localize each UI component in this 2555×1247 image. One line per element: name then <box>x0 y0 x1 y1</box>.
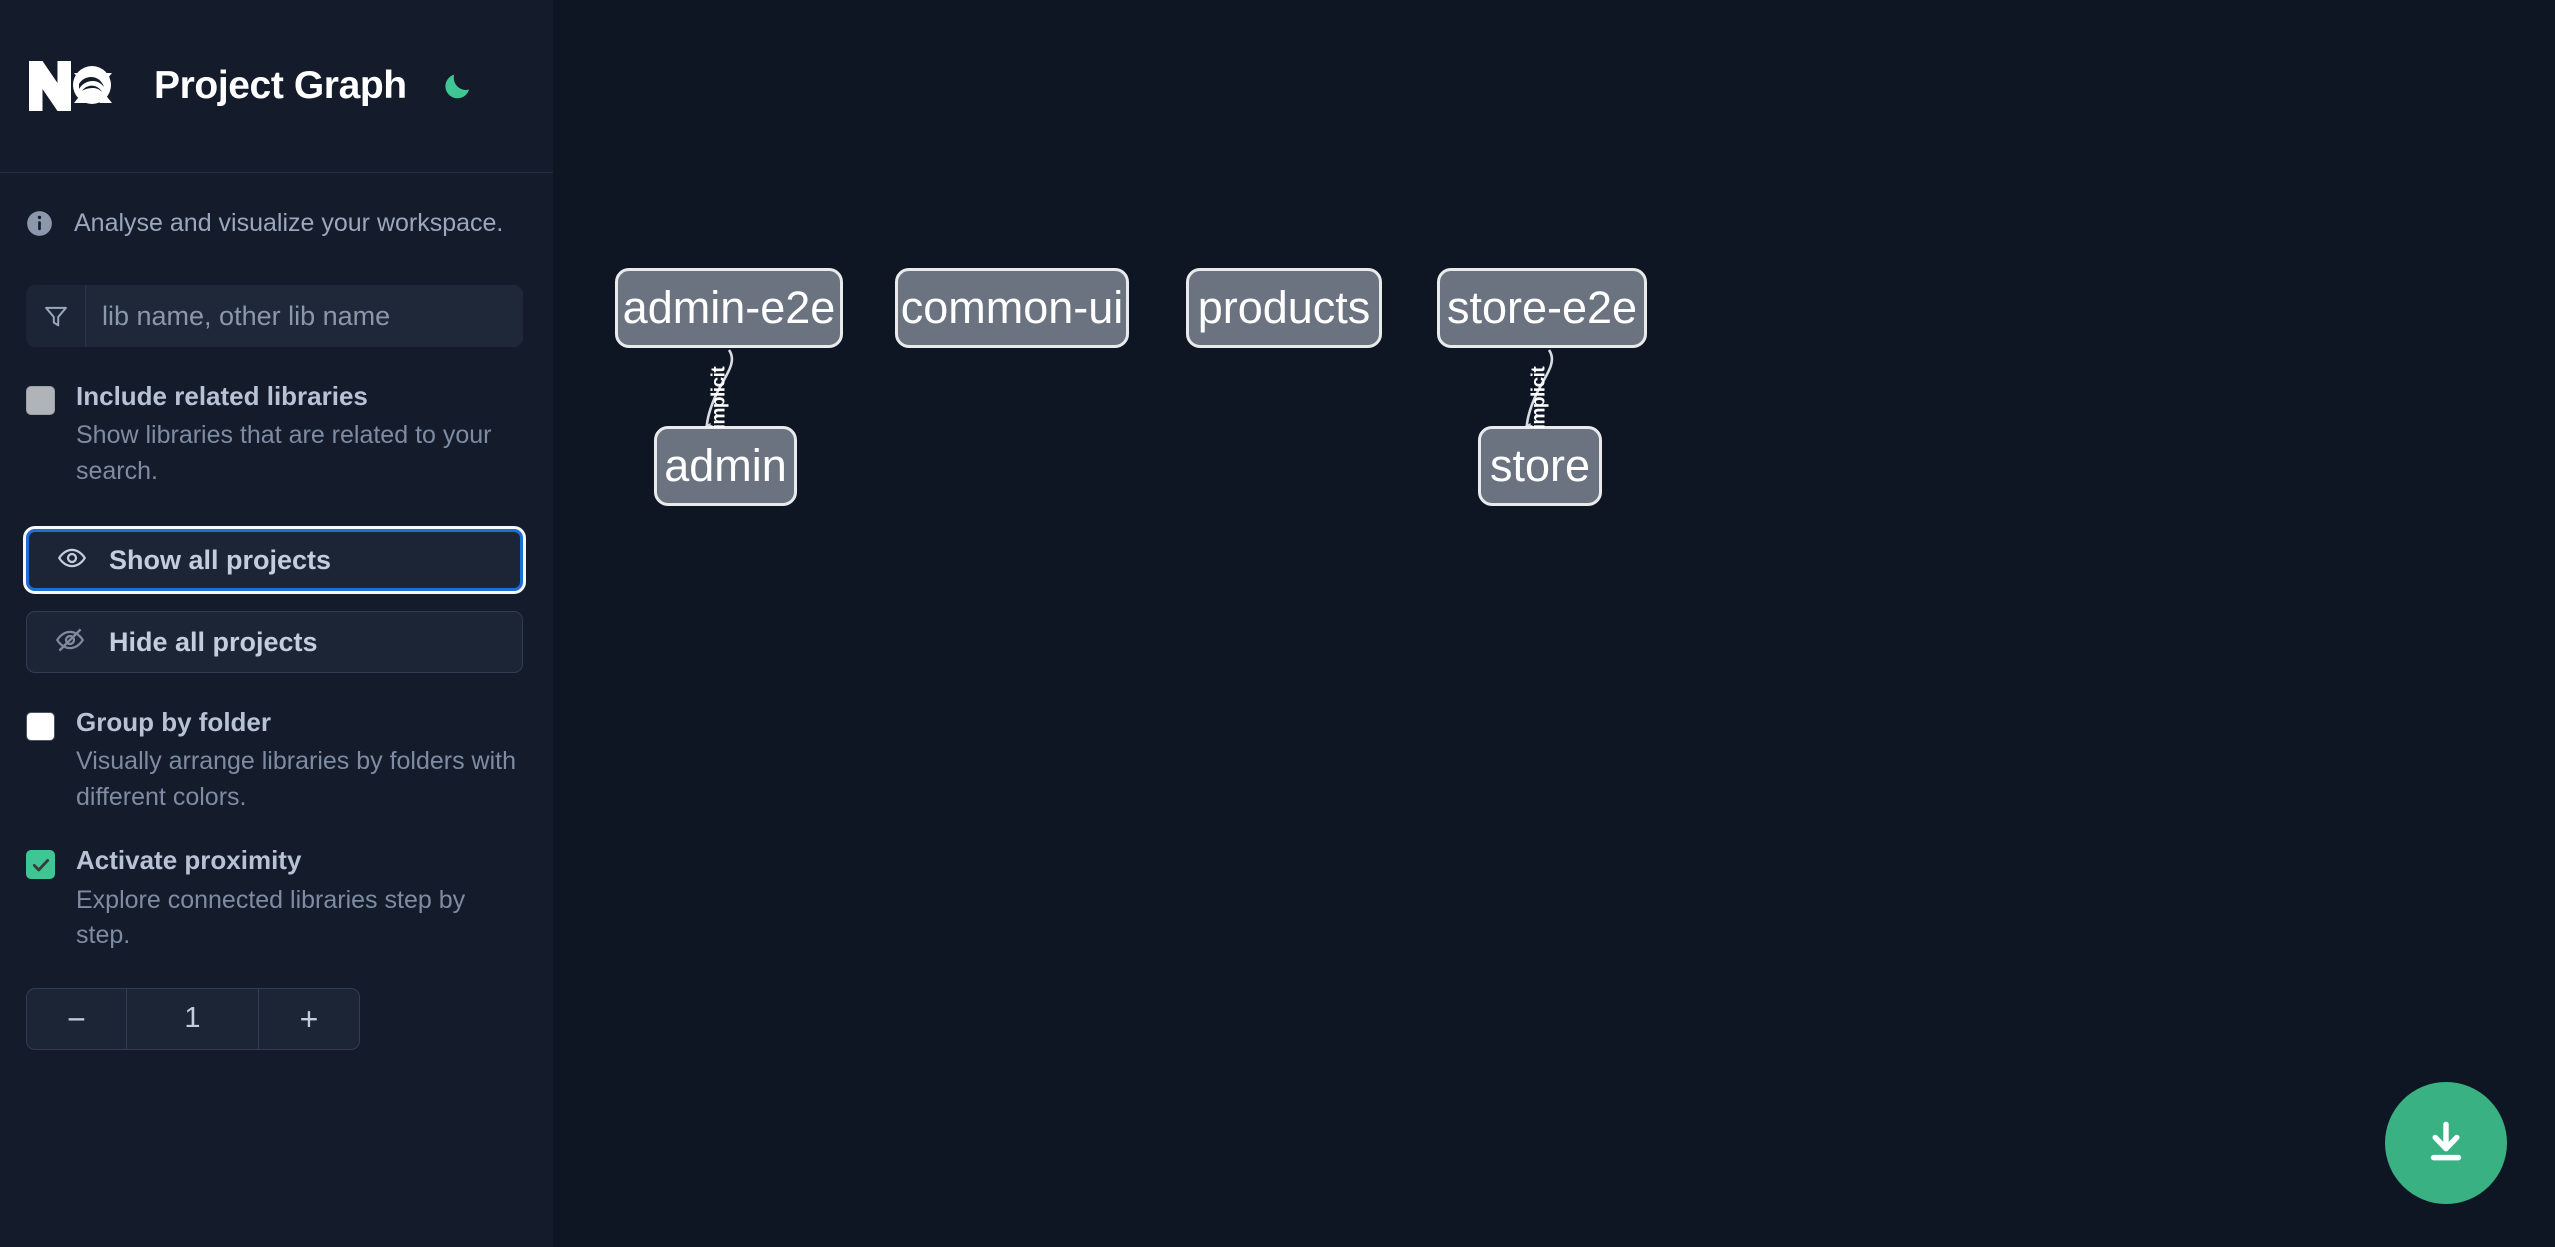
download-icon <box>2421 1117 2471 1170</box>
option-description: Show libraries that are related to your … <box>76 421 492 485</box>
search-input[interactable] <box>86 285 523 347</box>
checkbox-group-by-folder[interactable] <box>26 712 55 742</box>
checkbox-include-related-libraries[interactable] <box>26 386 55 415</box>
check-icon <box>32 858 49 872</box>
download-graph-button[interactable] <box>2385 1082 2507 1204</box>
plus-icon: + <box>299 1000 319 1037</box>
graph-edges <box>694 349 1554 444</box>
sidebar-info-text: Analyse and visualize your workspace. <box>74 208 504 237</box>
option-group-by-folder[interactable]: Group by folder Visually arrange librari… <box>26 707 527 815</box>
proximity-increment-button[interactable]: + <box>259 989 359 1049</box>
moon-icon[interactable] <box>437 66 477 106</box>
nx-logo-icon <box>26 55 122 117</box>
graph-node-admin-e2e[interactable]: admin-e2e <box>615 268 843 348</box>
show-all-projects-button[interactable]: Show all projects <box>23 526 526 595</box>
funnel-icon <box>26 285 86 347</box>
graph-node-admin[interactable]: admin <box>654 426 797 506</box>
graph-node-store-e2e[interactable]: store-e2e <box>1437 268 1647 348</box>
proximity-value: 1 <box>127 988 259 1049</box>
hide-all-projects-label: Hide all projects <box>109 626 318 657</box>
graph-canvas[interactable]: admin-e2e common-ui products store-e2e admin… <box>553 0 2555 1247</box>
hide-all-projects-button[interactable]: Hide all projects <box>26 611 523 674</box>
option-include-related-libraries[interactable]: Include related libraries Show libraries… <box>26 381 527 489</box>
option-label: Group by folder <box>76 707 271 738</box>
sidebar-body: Include related libraries Show libraries… <box>0 285 553 1050</box>
graph-node-store[interactable]: store <box>1478 426 1602 506</box>
filter-row <box>26 285 523 347</box>
sidebar: Project Graph Analyse and visualize your… <box>0 0 553 1247</box>
proximity-stepper: − 1 + <box>26 987 360 1050</box>
proximity-decrement-button[interactable]: − <box>27 988 127 1049</box>
edge-label-admin-e2e-admin: implicit <box>708 366 730 430</box>
minus-icon: − <box>67 1000 86 1037</box>
option-description: Explore connected libraries step by step… <box>76 885 466 950</box>
info-icon <box>26 210 53 237</box>
edge-label-store-e2e-store: implicit <box>1528 366 1550 430</box>
graph-node-products[interactable]: products <box>1186 268 1382 348</box>
option-label: Include related libraries <box>76 381 368 411</box>
eye-icon <box>57 543 87 578</box>
option-label: Activate proximity <box>76 845 302 876</box>
graph-node-common-ui[interactable]: common-ui <box>895 268 1129 348</box>
page-title: Project Graph <box>154 64 407 107</box>
sidebar-info: Analyse and visualize your workspace. <box>0 173 553 273</box>
checkbox-activate-proximity[interactable] <box>26 850 55 880</box>
option-activate-proximity[interactable]: Activate proximity Explore connected lib… <box>26 845 527 953</box>
option-description: Visually arrange libraries by folders wi… <box>76 747 517 811</box>
sidebar-header: Project Graph <box>0 0 553 173</box>
eye-off-icon <box>55 625 85 660</box>
project-visibility-buttons: Show all projects Hide all projects <box>23 526 527 674</box>
show-all-projects-label: Show all projects <box>109 544 332 575</box>
